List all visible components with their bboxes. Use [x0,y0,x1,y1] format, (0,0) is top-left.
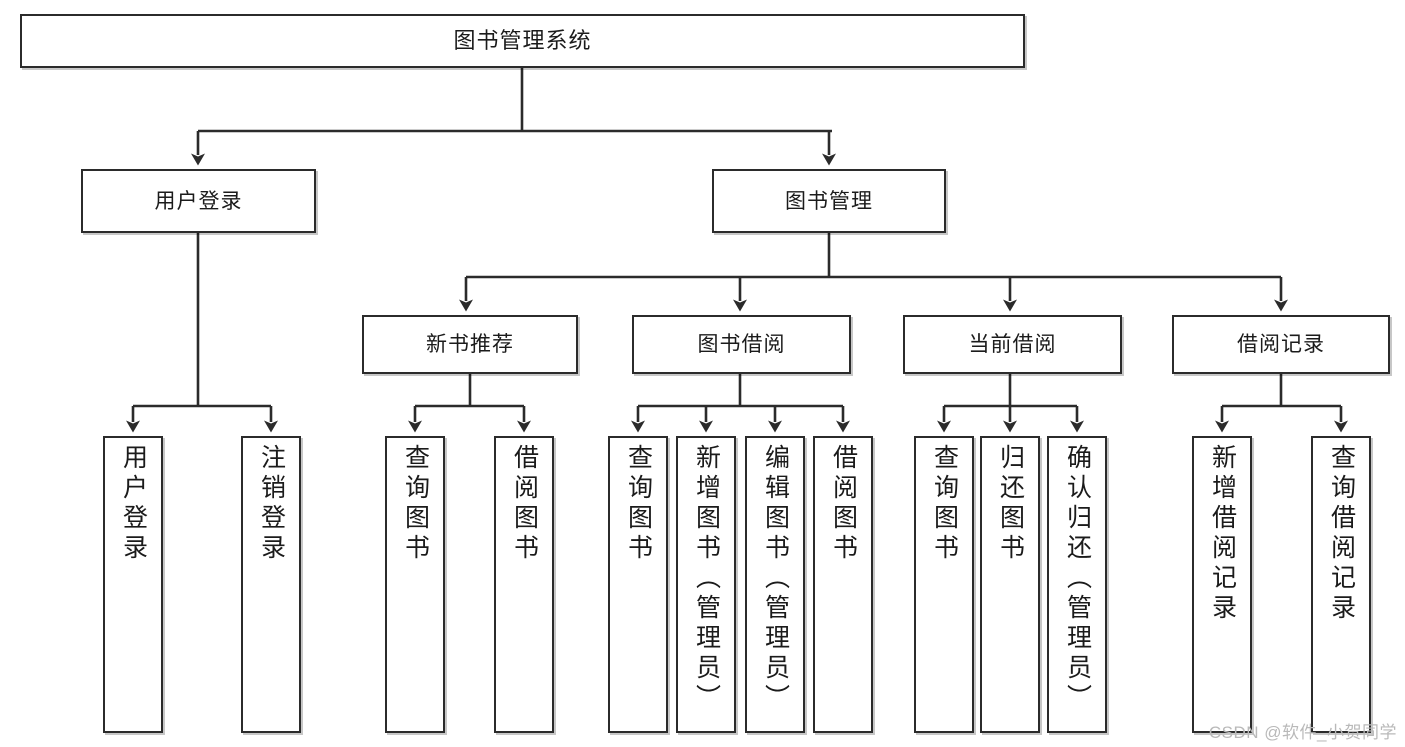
leaf-label: 新增借阅记录 [1208,444,1237,624]
leaf-current-borrow-confirm-return-admin[interactable]: 确认归还（管理员） [1047,436,1107,733]
node-label: 图书借阅 [697,333,786,356]
leaf-borrow-record-add-record[interactable]: 新增借阅记录 [1192,436,1252,733]
leaf-new-book-query-book[interactable]: 查询图书 [385,436,445,733]
leaf-current-borrow-return-book[interactable]: 归还图书 [980,436,1040,733]
leaf-book-borrow-add-book-admin[interactable]: 新增图书（管理员） [676,436,736,733]
node-label: 新书推荐 [426,333,514,356]
leaf-label: 查询图书 [624,444,653,564]
leaf-label: 新增图书（管理员） [692,444,721,714]
node-label: 图书管理 [785,189,873,213]
node-label: 图书管理系统 [453,28,592,53]
node-current-borrow[interactable]: 当前借阅 [903,315,1122,374]
leaf-book-borrow-query-book[interactable]: 查询图书 [608,436,668,733]
leaf-borrow-record-query-record[interactable]: 查询借阅记录 [1311,436,1371,733]
node-label: 当前借阅 [968,333,1057,356]
node-book-borrow[interactable]: 图书借阅 [632,315,851,374]
leaf-user-login-logout[interactable]: 注销登录 [241,436,301,733]
leaf-label: 查询图书 [930,444,959,564]
leaf-label: 归还图书 [996,444,1025,564]
leaf-new-book-borrow-book[interactable]: 借阅图书 [494,436,554,733]
leaf-label: 借阅图书 [510,444,539,564]
node-borrow-record[interactable]: 借阅记录 [1172,315,1390,374]
leaf-label: 用户登录 [119,444,148,564]
node-label: 用户登录 [154,189,243,213]
node-root-book-management-system[interactable]: 图书管理系统 [20,14,1025,68]
leaf-user-login-login[interactable]: 用户登录 [103,436,163,733]
leaf-label: 注销登录 [257,444,286,564]
leaf-label: 编辑图书（管理员） [761,444,790,714]
leaf-label: 查询借阅记录 [1327,444,1356,624]
leaf-label: 借阅图书 [829,444,858,564]
node-book-management[interactable]: 图书管理 [712,169,946,233]
leaf-label: 查询图书 [401,444,430,564]
node-label: 借阅记录 [1237,333,1325,356]
watermark-text: CSDN @软件_小贺同学 [1208,723,1397,742]
node-user-login[interactable]: 用户登录 [81,169,316,233]
leaf-current-borrow-query-book[interactable]: 查询图书 [914,436,974,733]
node-new-book-recommend[interactable]: 新书推荐 [362,315,578,374]
leaf-book-borrow-edit-book-admin[interactable]: 编辑图书（管理员） [745,436,805,733]
leaf-label: 确认归还（管理员） [1063,444,1092,714]
leaf-book-borrow-borrow-book[interactable]: 借阅图书 [813,436,873,733]
